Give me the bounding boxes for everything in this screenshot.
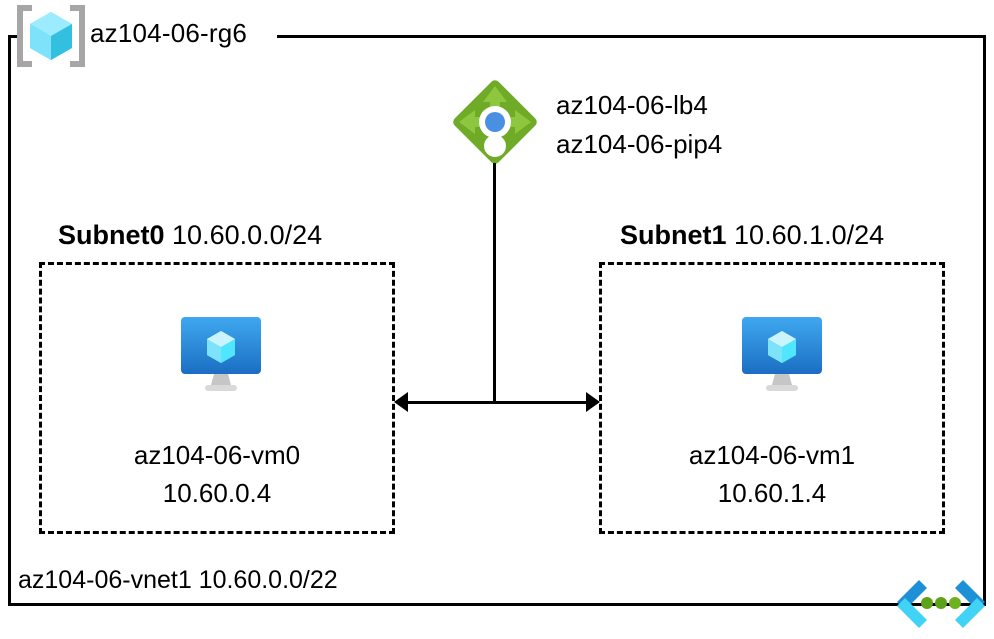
subnet0-name: Subnet0 bbox=[58, 220, 165, 250]
resource-group-border-top-left bbox=[8, 35, 20, 38]
subnet0-vm-labels: az104-06-vm0 10.60.0.4 bbox=[39, 436, 395, 512]
connector-arrowhead-left bbox=[394, 392, 408, 412]
resource-group-border-top-right bbox=[277, 35, 986, 38]
resource-group-label: az104-06-rg6 bbox=[90, 18, 248, 48]
load-balancer-name: az104-06-lb4 bbox=[556, 90, 708, 120]
subnet1-cidr: 10.60.1.0/24 bbox=[734, 220, 885, 250]
subnet1-vm-labels: az104-06-vm1 10.60.1.4 bbox=[599, 436, 945, 512]
subnet0-title: Subnet0 10.60.0.0/24 bbox=[58, 220, 322, 251]
subnet-connector-line bbox=[402, 401, 590, 404]
virtual-machine-icon bbox=[740, 315, 824, 393]
connector-arrowhead-right bbox=[586, 392, 600, 412]
load-balancer-labels: az104-06-lb4 az104-06-pip4 bbox=[556, 86, 722, 164]
subnet0-boundary bbox=[39, 262, 395, 534]
vm0-name: az104-06-vm0 bbox=[133, 440, 301, 470]
load-balancer-connector-line bbox=[493, 163, 496, 403]
subnet1-title: Subnet1 10.60.1.0/24 bbox=[620, 220, 884, 251]
subnet1-boundary bbox=[599, 262, 945, 534]
vm0-ip: 10.60.0.4 bbox=[162, 478, 272, 508]
load-balancer-icon bbox=[447, 78, 543, 170]
virtual-machine-icon bbox=[179, 315, 263, 393]
subnet0-cidr: 10.60.0.0/24 bbox=[172, 220, 323, 250]
resource-group-border-left bbox=[8, 35, 11, 606]
vm1-name: az104-06-vm1 bbox=[688, 440, 856, 470]
resource-group-border-right bbox=[983, 35, 986, 606]
vnet-label: az104-06-vnet1 10.60.0.0/22 bbox=[18, 566, 338, 594]
subnet1-name: Subnet1 bbox=[620, 220, 727, 250]
public-ip-name: az104-06-pip4 bbox=[556, 129, 723, 159]
resource-group-border-bottom bbox=[8, 603, 986, 606]
virtual-network-icon bbox=[893, 576, 989, 632]
vm1-ip: 10.60.1.4 bbox=[717, 478, 827, 508]
resource-group-cube-icon bbox=[14, 4, 88, 68]
